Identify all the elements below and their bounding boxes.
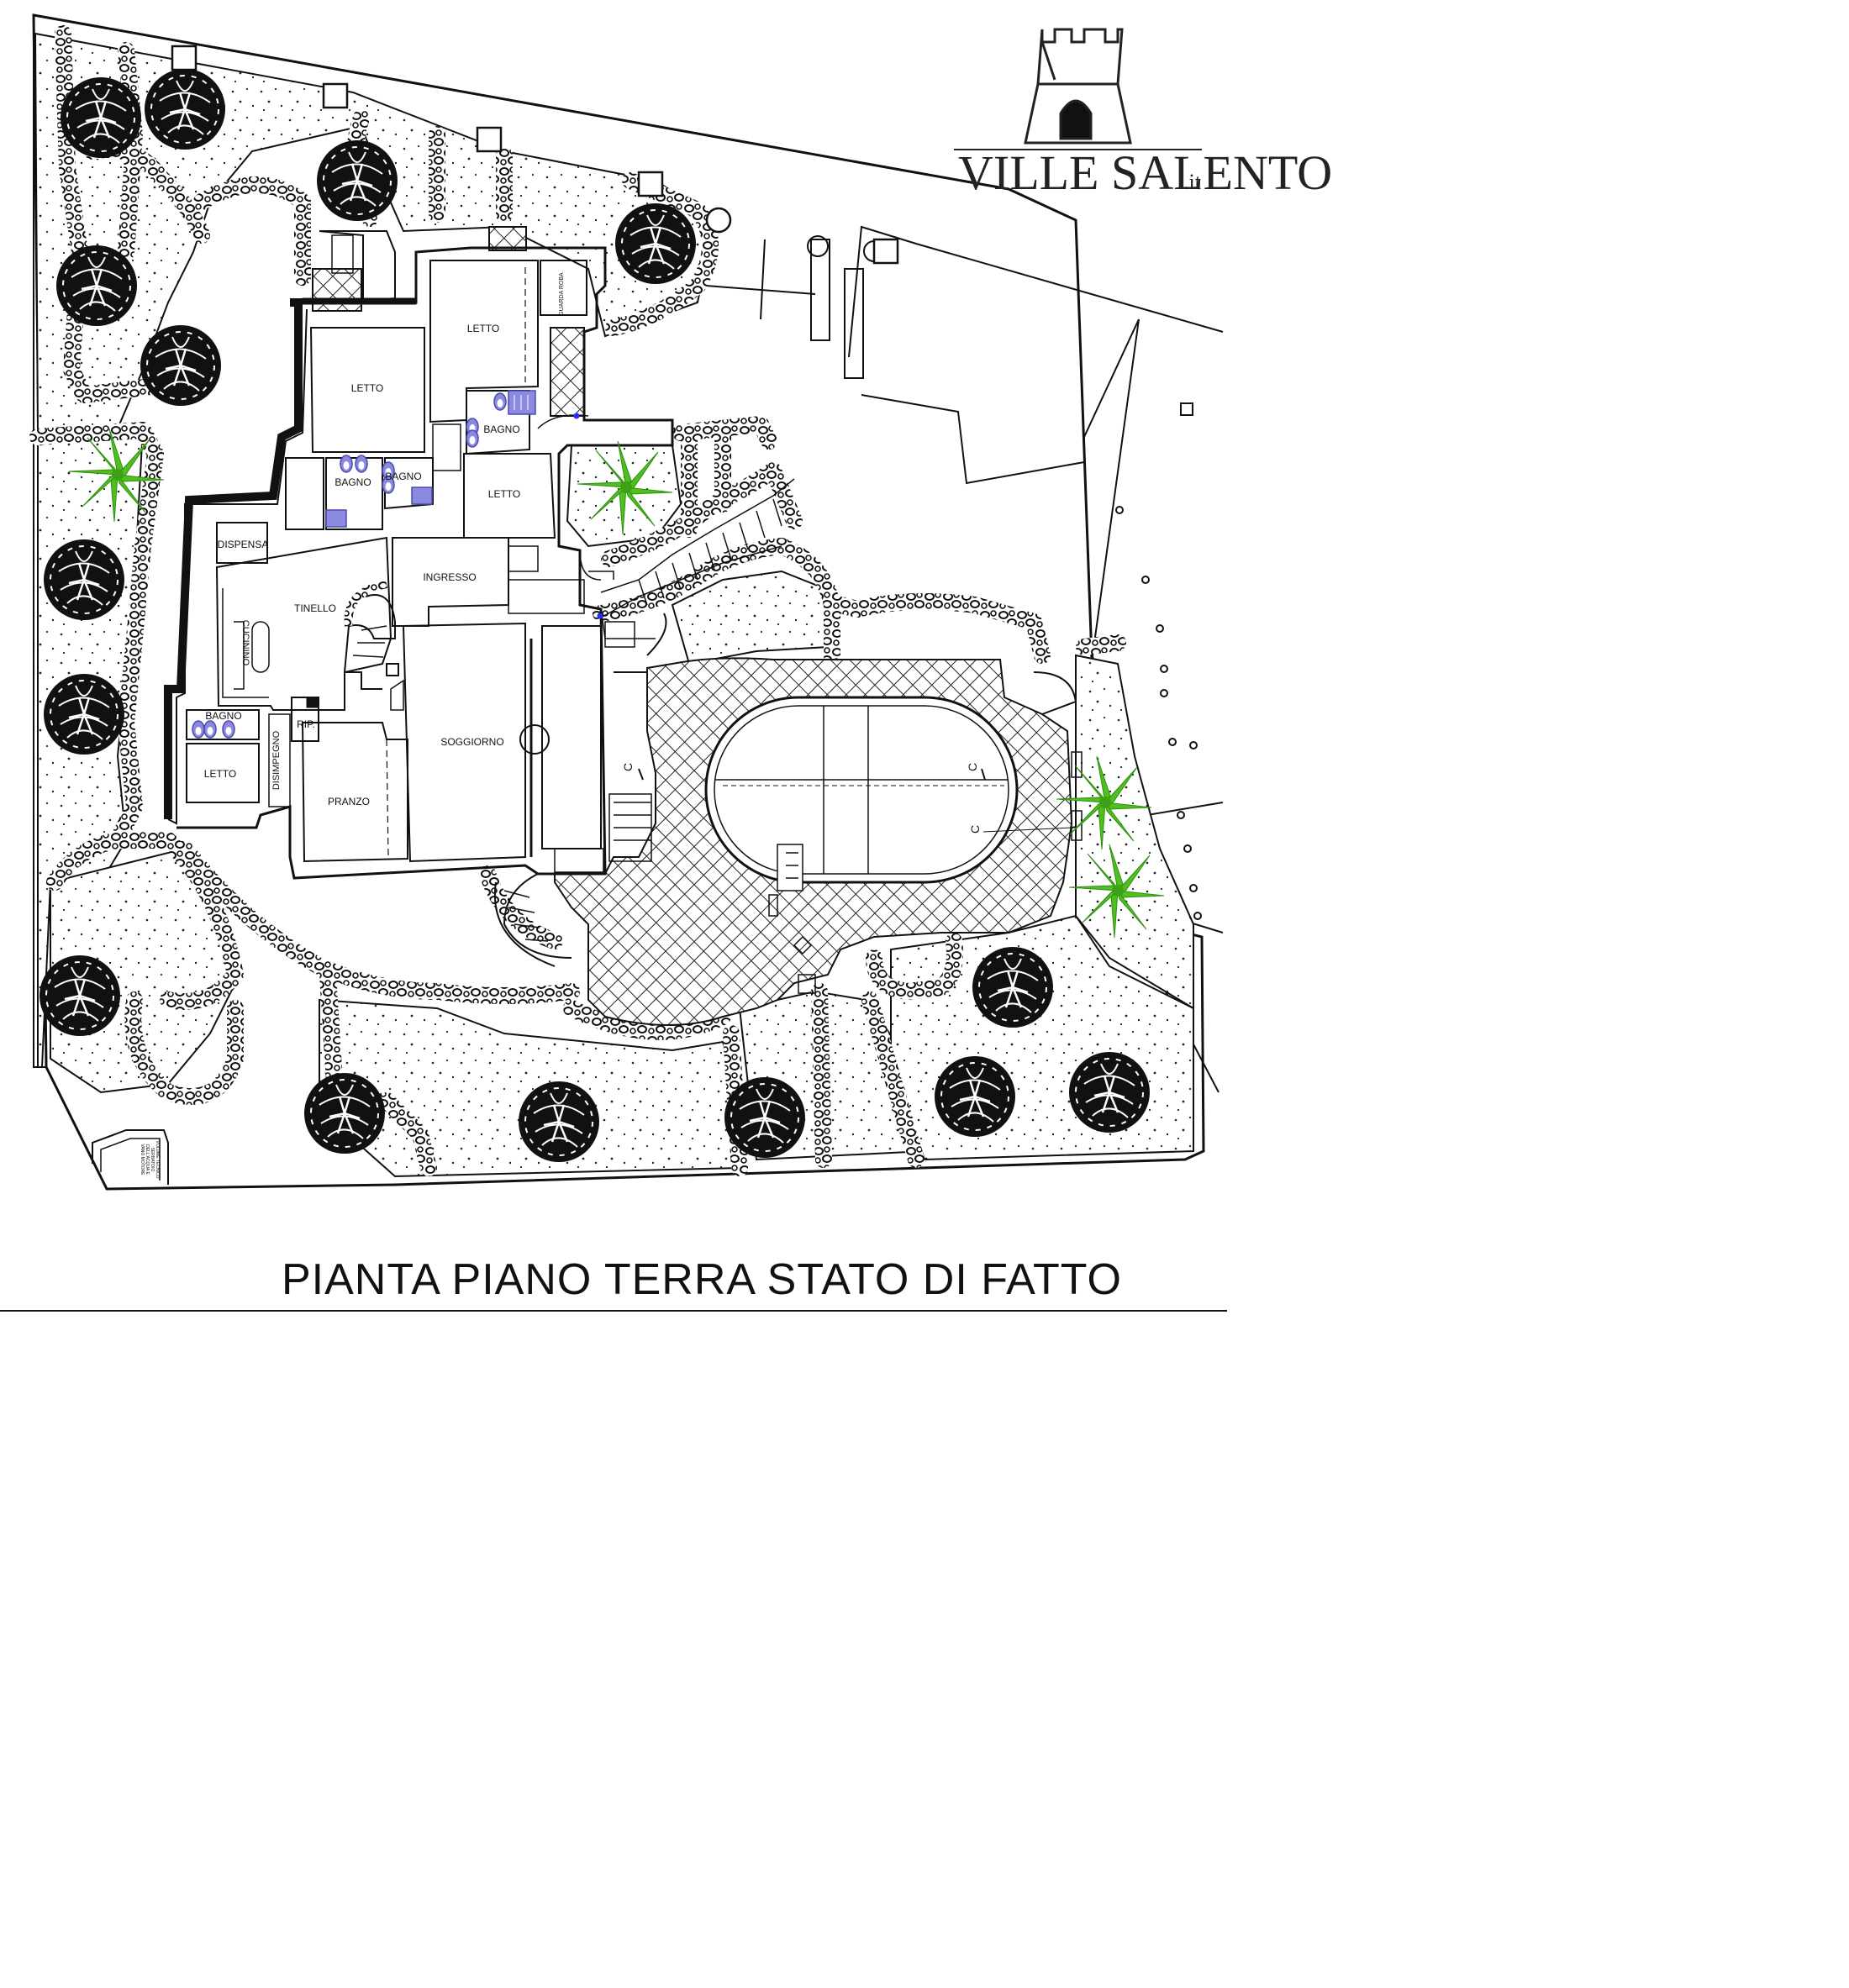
- tree-icon: [517, 1080, 601, 1164]
- tree-icon: [42, 538, 126, 622]
- tree-icon: [55, 244, 139, 328]
- tree-icon: [143, 67, 227, 151]
- tree-icon: [723, 1076, 807, 1160]
- garden-markers: [1115, 506, 1202, 920]
- technical-volume-label: VOLUME TECNICO SERBATOIO DELL'ACQUA E VA…: [140, 1140, 160, 1179]
- logo-brand: VILLE SALENTO: [958, 145, 1332, 200]
- section-mark-a: C: [621, 763, 635, 771]
- plan-title: PIANTA PIANO TERRA STATO DI FATTO: [282, 1255, 1122, 1304]
- room-bagno-d: BAGNO: [205, 710, 241, 722]
- room-labels: LETTO LETTO GUARDA ROBA BAGNO BAGNO BAGN…: [204, 272, 565, 807]
- wc-icon: [340, 455, 353, 473]
- tree-icon: [315, 139, 399, 223]
- technical-volume: VOLUME TECNICO SERBATOIO DELL'ACQUA E VA…: [92, 1129, 169, 1185]
- room-bagno-b: BAGNO: [335, 476, 371, 488]
- tree-icon: [38, 954, 122, 1038]
- room-rip: RIP.: [297, 718, 315, 730]
- room-ingresso: INGRESSO: [423, 571, 476, 583]
- tree-icon: [1067, 1050, 1151, 1134]
- section-mark-c: C: [968, 825, 982, 834]
- property-boundary: [32, 13, 1205, 1191]
- room-guardaroba: GUARDA ROBA: [559, 272, 565, 316]
- fence-posts: [171, 45, 899, 265]
- room-soggiorno: SOGGIORNO: [440, 736, 503, 748]
- room-pranzo: PRANZO: [328, 796, 370, 807]
- tree-icon: [614, 202, 698, 286]
- wc-icon: [355, 455, 368, 473]
- wc-icon: [203, 720, 217, 739]
- tree-icon: [971, 945, 1055, 1029]
- tree-icon: [933, 1054, 1017, 1139]
- stairs: [352, 498, 798, 942]
- wc-icon: [493, 392, 507, 411]
- tower-icon: [1024, 28, 1132, 145]
- room-disimpegno: DISIMPEGNO: [271, 730, 282, 790]
- wc-icon: [466, 429, 479, 448]
- sanitary-fixtures: [192, 390, 603, 739]
- section-mark-b: C: [966, 763, 979, 771]
- room-dispensa: DISPENSA: [218, 539, 269, 550]
- room-cucinino: CUCININO: [240, 620, 250, 666]
- tree-icon: [139, 323, 223, 408]
- section-markers: C C C: [621, 763, 1073, 834]
- tree-icon: [303, 1071, 387, 1155]
- tree-icon: [42, 672, 126, 756]
- building: [164, 230, 1083, 994]
- room-bagno-c: BAGNO: [385, 471, 421, 482]
- room-letto-mid: LETTO: [488, 488, 520, 500]
- wc-icon: [222, 720, 235, 739]
- logo-tld: .it: [1183, 170, 1202, 194]
- room-letto-bottom: LETTO: [204, 768, 236, 780]
- room-letto-left: LETTO: [351, 382, 383, 394]
- room-letto-top: LETTO: [467, 323, 499, 334]
- wc-icon: [192, 720, 205, 739]
- tree-icon: [59, 76, 143, 160]
- room-tinello: TINELLO: [294, 602, 336, 614]
- room-bagno-a: BAGNO: [483, 423, 519, 435]
- swimming-pool: [704, 696, 1019, 891]
- logo: VILLE SALENTO .it: [954, 28, 1332, 200]
